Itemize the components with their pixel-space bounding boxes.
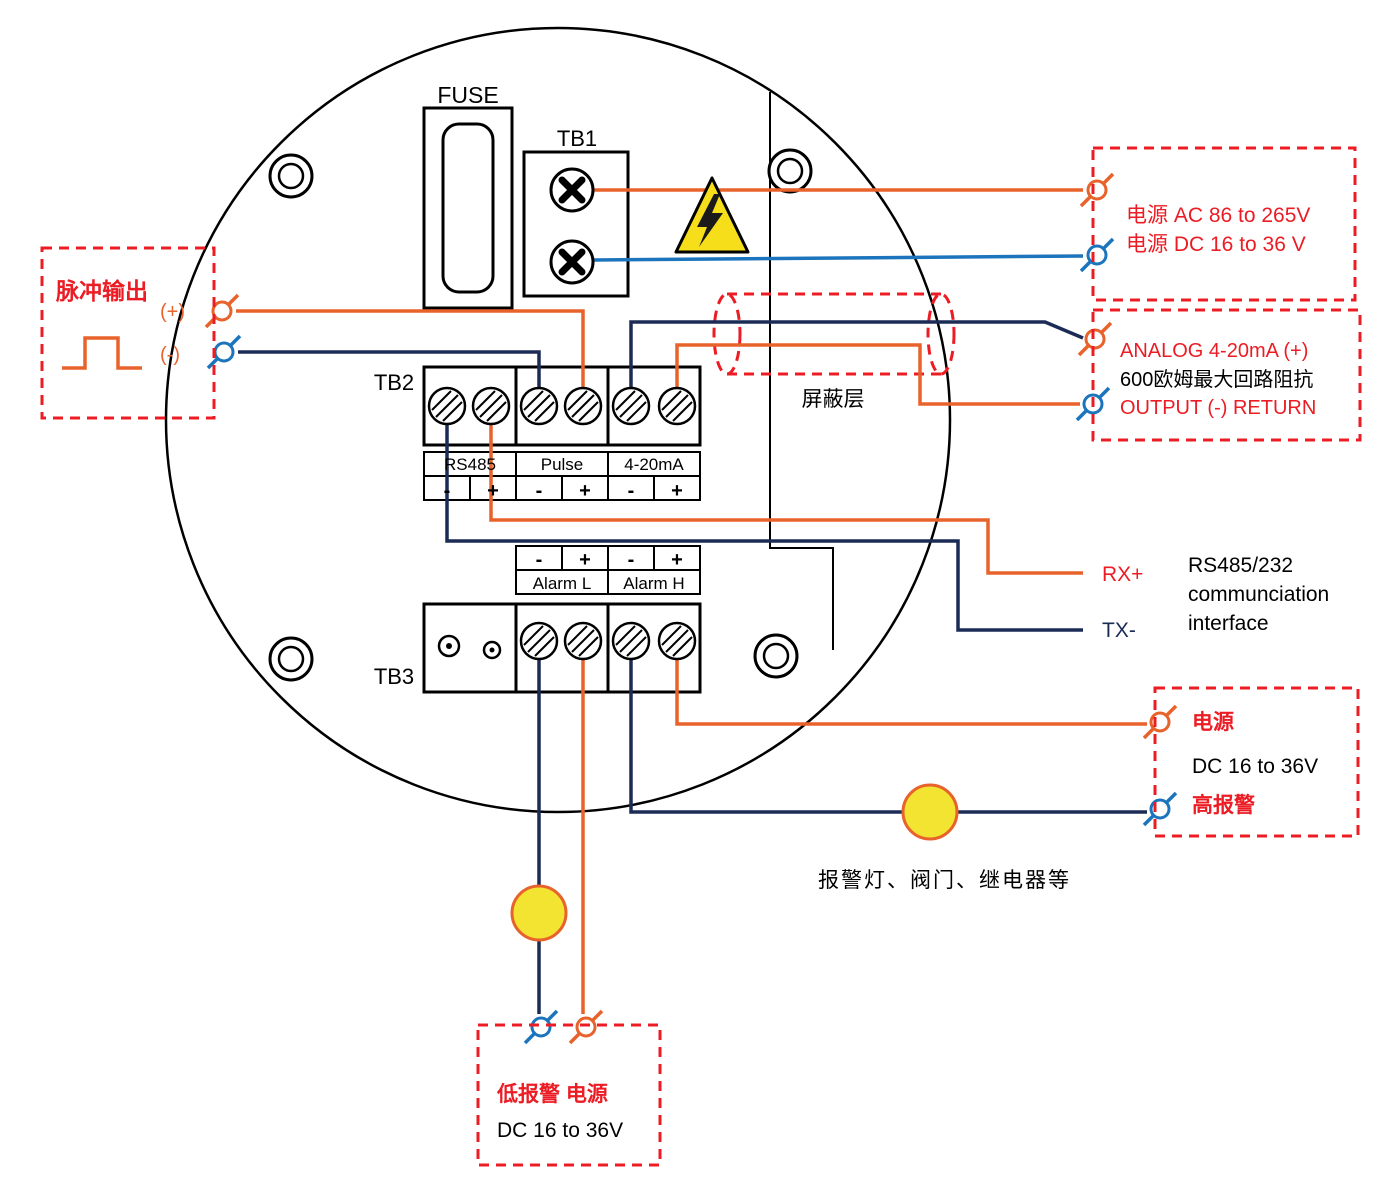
alarm-lamp-low <box>510 884 568 942</box>
wire-analog-plus <box>629 320 1084 390</box>
comm-line2: communciation <box>1188 583 1329 606</box>
tb3-screw-alarmh-minus <box>611 621 651 661</box>
tb2-screw-420ma-plus <box>657 386 697 426</box>
tx-label: TX- <box>1102 619 1136 642</box>
tb2-polarity-label: - <box>444 480 451 502</box>
analog-plus-label: ANALOG 4-20mA (+) <box>1120 340 1308 362</box>
tb2-polarity-label: + <box>671 480 683 502</box>
tb2-screw-420ma-minus <box>611 386 651 426</box>
high-alarm-label: 高报警 <box>1192 793 1255 817</box>
tb2-polarity-label: + <box>579 480 591 502</box>
power-ac-label: 电源 AC 86 to 265V <box>1126 204 1310 227</box>
rx-label: RX+ <box>1102 563 1143 586</box>
tb1-label: TB1 <box>557 126 597 151</box>
output-return-label: OUTPUT (-) RETURN <box>1120 397 1316 419</box>
tb2-group-pulse: Pulse <box>541 455 584 474</box>
pulse-minus-label: (-) <box>160 344 180 366</box>
low-alarm-box <box>476 1023 662 1167</box>
wire-dc-power <box>593 254 1084 262</box>
tb3-small-terminals <box>437 634 502 660</box>
tb2-screw-rs485-minus <box>427 386 467 426</box>
tb2-screw-rs485-plus <box>471 386 511 426</box>
tb3-screw-alarmh-plus <box>657 621 697 661</box>
comm-line3: interface <box>1188 612 1269 635</box>
mount-hole-bottom-left <box>268 636 314 682</box>
tb3-screw-alarml-minus <box>519 621 559 661</box>
wire-rs485-rx <box>489 423 1083 575</box>
wire-alarm-high-minus <box>629 659 1147 814</box>
high-voltage-warning-icon <box>674 176 750 254</box>
tb3-block-left <box>422 602 518 694</box>
power-supply-box <box>1091 146 1357 302</box>
alarm-h-label: Alarm H <box>623 574 684 593</box>
tb2-polarity-label: - <box>536 480 543 502</box>
alarm-polarity-label: + <box>671 549 683 571</box>
housing-circle <box>164 26 952 814</box>
mount-hole-bottom-right <box>753 633 799 679</box>
housing-plate-edge <box>769 92 834 650</box>
alarm-devices-label: 报警灯、阀门、继电器等 <box>818 869 1071 892</box>
pulse-output-box <box>40 246 216 420</box>
fuse-label: FUSE <box>437 82 498 108</box>
pulse-output-title: 脉冲输出 <box>55 278 148 304</box>
alarm-polarity-label: + <box>579 549 591 571</box>
mount-hole-top-left <box>268 153 314 199</box>
high-alarm-box <box>1153 686 1360 838</box>
pulse-waveform-icon <box>62 336 142 370</box>
tb2-screw-pulse-plus <box>563 386 603 426</box>
tb2-group-rs485: RS485 <box>444 455 496 474</box>
power-dc-label: 电源 DC 16 to 36 V <box>1126 233 1306 256</box>
fuse-cartridge <box>441 122 495 294</box>
comm-line1: RS485/232 <box>1188 554 1293 577</box>
tb3-label: TB3 <box>374 664 414 689</box>
wire-rs485-tx <box>445 423 1083 632</box>
tb2-group-420ma: 4-20mA <box>624 455 684 474</box>
alarm-polarity-label: - <box>628 549 635 571</box>
tb2-polarity-label: - <box>628 480 635 502</box>
tb2-label-table <box>423 451 701 501</box>
wire-output-return <box>675 343 1080 406</box>
shield-cylinder <box>712 292 956 376</box>
high-alarm-voltage-label: DC 16 to 36V <box>1192 755 1318 778</box>
analog-output-box <box>1091 308 1362 442</box>
tb1-screw-ac <box>551 169 593 211</box>
shield-label: 屏蔽层 <box>802 388 865 411</box>
alarm-lamp-high <box>901 783 959 841</box>
tb2-polarity-label: + <box>487 480 499 502</box>
wire-pulse-minus <box>238 350 541 390</box>
low-alarm-voltage-label: DC 16 to 36V <box>497 1119 623 1142</box>
alarm-l-label: Alarm L <box>533 574 592 593</box>
loop-impedance-label: 600欧姆最大回路阻抗 <box>1120 368 1313 391</box>
mount-hole-top-right <box>767 148 813 194</box>
high-alarm-power-label: 电源 <box>1192 711 1234 734</box>
tb2-label: TB2 <box>374 370 414 395</box>
tb2-screw-pulse-minus <box>519 386 559 426</box>
tb3-screw-alarml-plus <box>563 621 603 661</box>
wire-alarm-high-plus <box>675 659 1147 726</box>
wire-pulse-plus <box>236 309 585 390</box>
alarm-label-table <box>515 545 701 595</box>
alarm-polarity-label: - <box>536 549 543 571</box>
pulse-plus-label: (+) <box>160 301 185 323</box>
tb1-screw-dc <box>551 241 593 283</box>
low-alarm-title: 低报警 电源 <box>496 1082 608 1106</box>
